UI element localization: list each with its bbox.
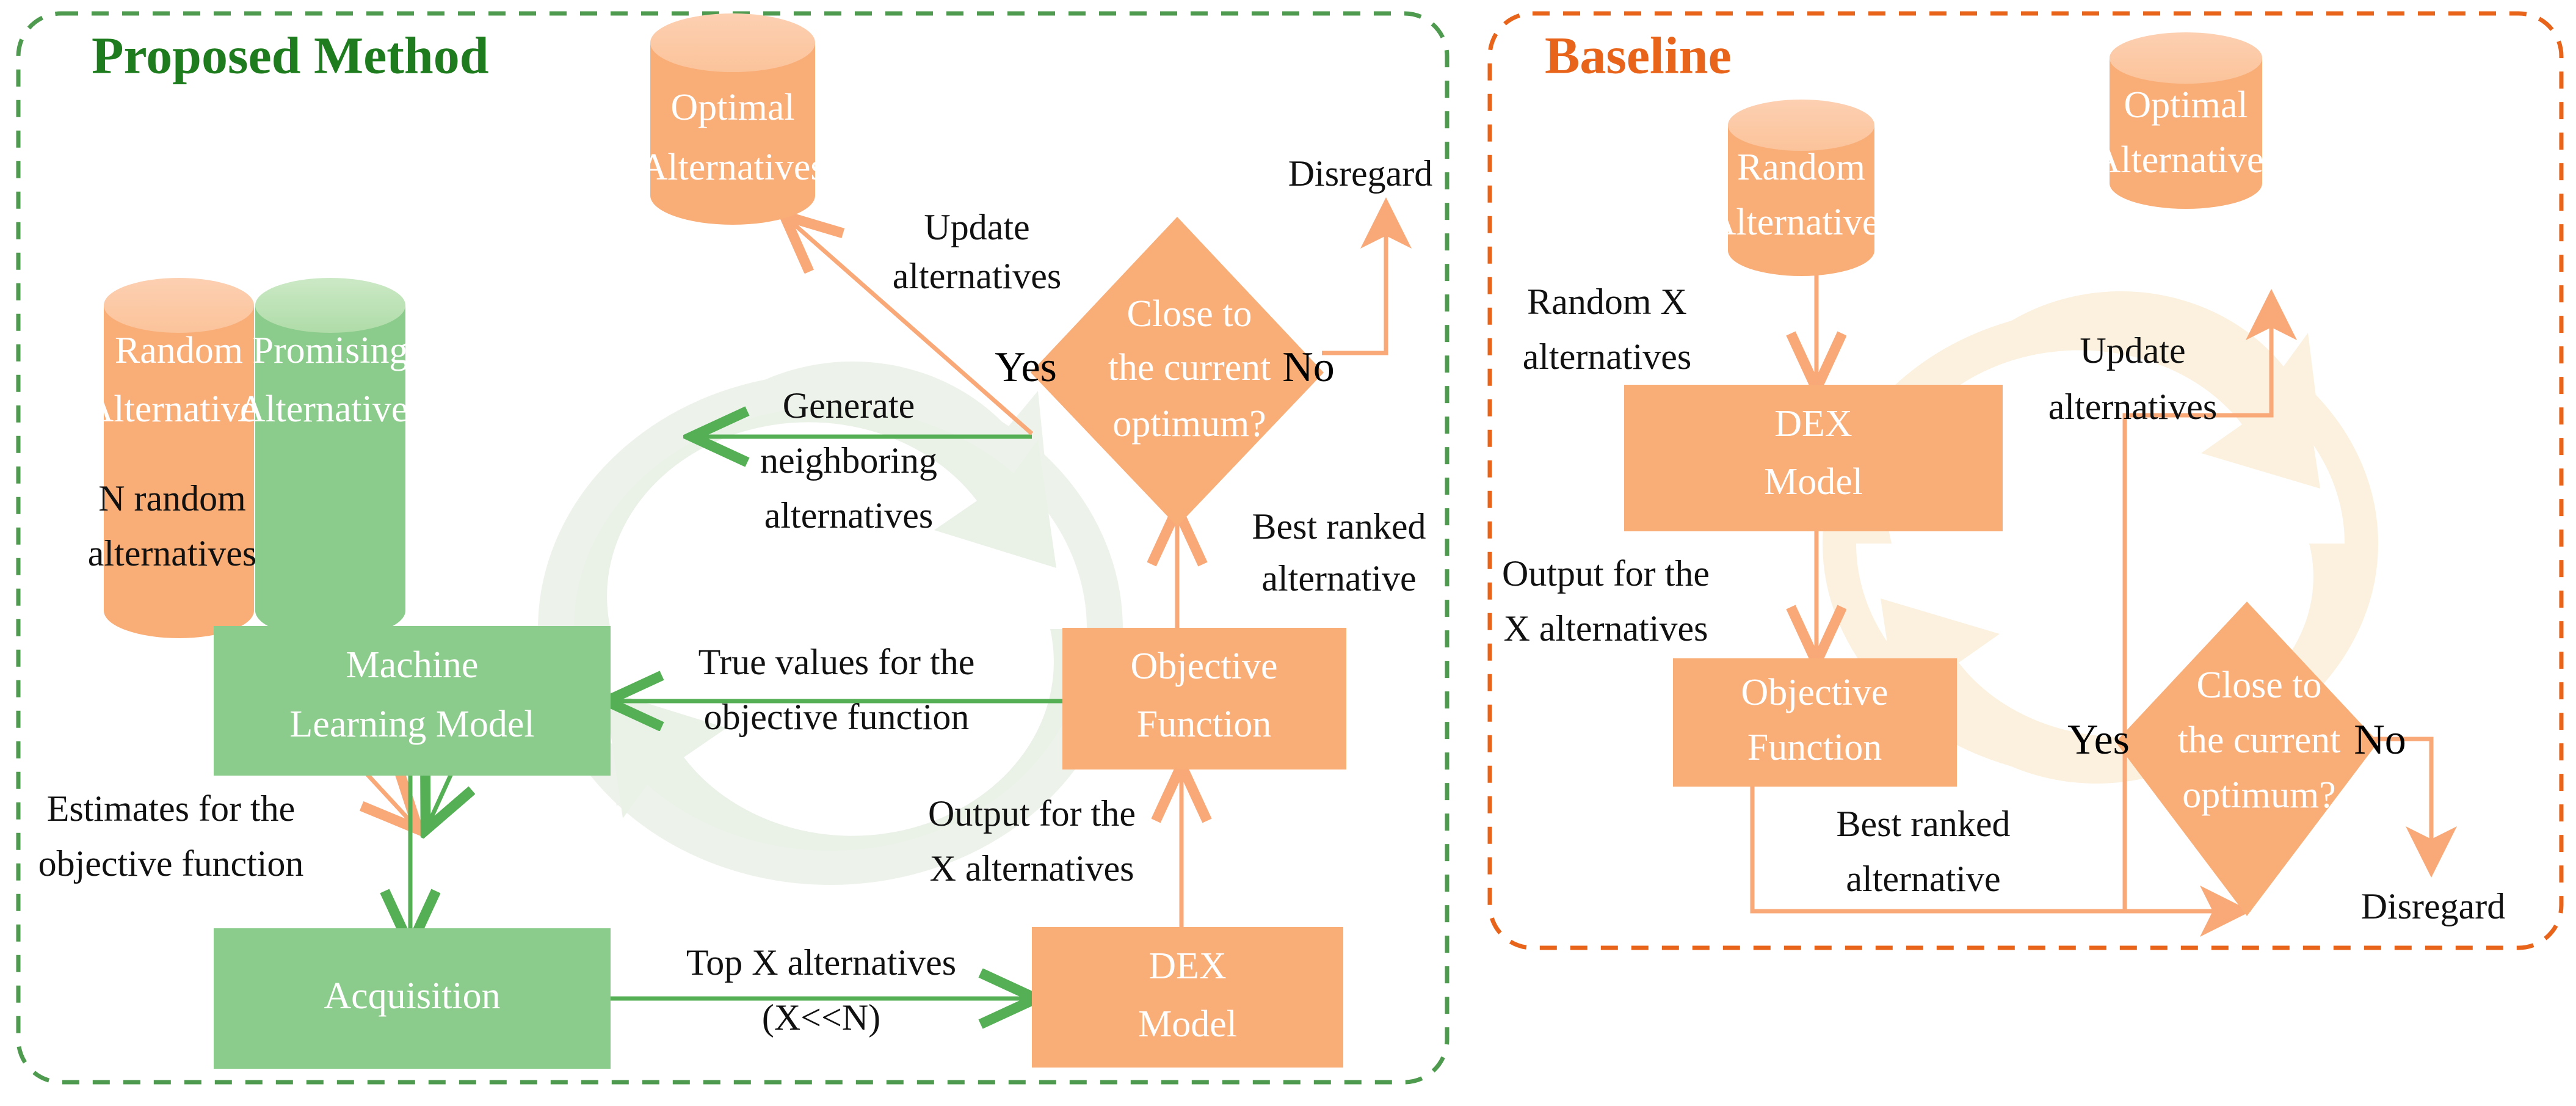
node-label-line: DEX [1774,403,1852,445]
svg-text:neighboring: neighboring [760,440,937,481]
node-baseline-objective-function: Objective Function [1673,658,1957,787]
svg-text:True values for the: True values for the [698,642,975,682]
node-proposed-promising-alternatives: Promising Alternatives [238,278,423,638]
edge-label-top-x-alternatives: Top X alternatives (X<<N) [686,942,956,1038]
svg-text:alternatives: alternatives [2048,387,2218,427]
node-label-line: Model [1138,1003,1237,1045]
edge-label-best-ranked-alternative-proposed: Best ranked alternative [1252,506,1426,598]
panel-border-baseline [1487,11,2564,950]
svg-text:Update: Update [2080,330,2185,371]
edge-label-output-x-alternatives-proposed: Output for the X alternatives [928,793,1136,889]
node-label-line: Objective [1130,646,1277,687]
panel-title-baseline: Baseline [1545,26,1732,85]
node-label-line: Alternatives [238,388,423,430]
svg-text:Best ranked: Best ranked [1252,506,1426,547]
node-proposed-optimal-alternatives: Optimal Alternatives [640,13,825,225]
edge-baseline-no-to-disregard [2369,737,2457,878]
svg-text:(X<<N): (X<<N) [762,997,880,1038]
svg-text:Best ranked: Best ranked [1837,804,2011,844]
node-baseline-decision-close-to-optimum: Close to the current optimum? [2116,602,2378,916]
node-label-line: Function [1137,704,1271,745]
node-label-line: Learning Model [289,704,534,745]
node-label-line: Function [1747,727,1882,768]
node-label-line: Promising [253,330,408,371]
node-label-line: Alternatives [2093,139,2278,181]
node-label-line: Model [1764,461,1863,503]
node-baseline-optimal-alternatives: Optimal Alternatives [2093,32,2279,209]
edge-update-to-optimal [788,219,1034,435]
decision-no-label-baseline: No [2354,716,2406,763]
edge-label-n-random-alternatives: N random alternatives [88,478,257,573]
node-label-line: Random [115,330,243,371]
svg-text:alternative: alternative [1261,558,1416,598]
svg-text:alternatives: alternatives [764,495,934,536]
svg-text:Generate: Generate [783,385,915,426]
edge-label-random-x-alternatives: Random X alternatives [1523,282,1692,377]
node-proposed-acquisition: Acquisition [214,928,611,1069]
node-proposed-machine-learning-model: Machine Learning Model [214,626,611,776]
node-label-line: Optimal [2124,84,2248,126]
node-label-line: the current [2178,719,2341,761]
svg-text:Update: Update [924,207,1029,247]
svg-text:alternatives: alternatives [893,256,1062,296]
node-label-line: Alternatives [1708,202,1893,243]
edge-label-disregard-proposed: Disregard [1288,153,1433,194]
edge-label-true-values-objective-function: True values for the objective function [698,642,975,737]
edge-no-to-disregard [1322,197,1412,355]
panel-title-proposed: Proposed Method [92,26,489,85]
node-label-line: the current [1108,347,1271,388]
node-label-line: Close to [1127,293,1252,335]
svg-text:Random X: Random X [1527,282,1687,322]
edge-baseline-objective-to-decision [1750,787,2251,937]
edge-baseline-update-to-optimal [2122,289,2297,910]
edge-label-update-alternatives-baseline: Update alternatives [2048,330,2218,427]
svg-text:Top X alternatives: Top X alternatives [686,942,956,983]
node-proposed-objective-function: Objective Function [1062,628,1346,769]
decision-no-label-proposed: No [1282,344,1335,391]
node-label-line: Objective [1741,672,1888,713]
svg-text:X alternatives: X alternatives [1504,608,1708,649]
svg-text:alternatives: alternatives [1523,337,1692,377]
edge-label-output-x-alternatives-baseline: Output for the X alternatives [1502,553,1710,649]
node-label-line: Machine [346,644,479,686]
node-label-line: Close to [2197,664,2322,706]
node-label-line: optimum? [2182,774,2335,816]
svg-text:Disregard: Disregard [1288,153,1433,194]
node-proposed-dex-model: DEX Model [1032,927,1343,1068]
node-label-line: Alternatives [640,147,825,188]
svg-text:alternative: alternative [1846,859,2000,899]
node-label-line: Optimal [670,87,794,128]
node-label-line: Random [1737,147,1865,188]
node-baseline-dex-model: DEX Model [1624,385,2003,531]
edge-label-generate-neighboring-alternatives: Generate neighboring alternatives [760,385,937,536]
edge-label-best-ranked-alternative-baseline: Best ranked alternative [1837,804,2011,899]
svg-text:Estimates for the: Estimates for the [47,788,296,829]
decision-yes-label-proposed: Yes [995,344,1057,391]
node-label-line: DEX [1148,945,1226,987]
node-proposed-decision-close-to-optimum: Close to the current optimum? [1031,217,1324,526]
node-proposed-random-alternatives: Random Alternatives [86,278,272,638]
svg-text:objective function: objective function [704,697,970,737]
node-label-line: optimum? [1112,403,1266,445]
edge-label-update-alternatives-proposed: Update alternatives [893,207,1062,296]
node-label-line: Alternatives [86,388,271,430]
svg-text:Disregard: Disregard [2361,886,2506,926]
edge-label-estimates-objective-function: Estimates for the objective function [38,788,304,884]
node-label-line: Acquisition [324,975,500,1017]
svg-text:objective function: objective function [38,843,304,884]
svg-text:Output for the: Output for the [928,793,1136,834]
edge-label-disregard-baseline: Disregard [2361,886,2506,926]
decision-yes-label-baseline: Yes [2067,716,2130,763]
svg-text:Output for the: Output for the [1502,553,1710,594]
svg-text:N random: N random [98,478,246,518]
svg-text:X alternatives: X alternatives [930,848,1134,889]
node-baseline-random-alternatives: Random Alternatives [1708,100,1894,276]
svg-text:alternatives: alternatives [88,533,257,573]
